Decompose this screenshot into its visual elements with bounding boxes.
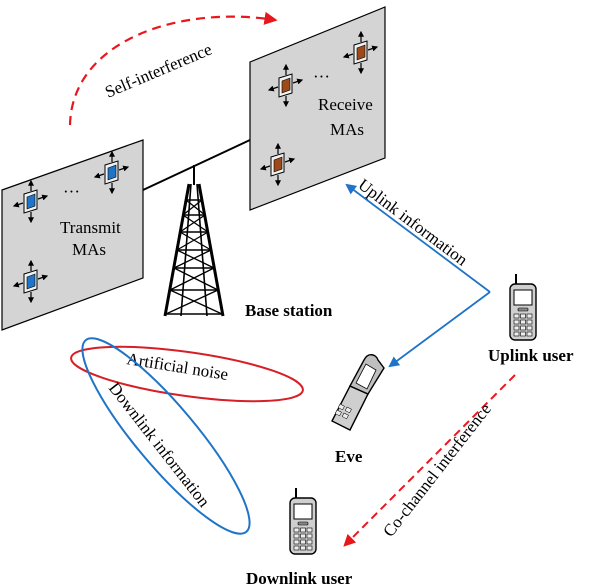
uplink-arrow-to-bs [345,183,491,293]
co-channel-interference-label: Co-channel interference [379,400,495,541]
uplink-user-label: Uplink user [488,346,574,365]
uplink-user-phone-icon [509,273,537,341]
transmit-label-line1: Transmit [60,218,121,237]
receive-label-line2: MAs [330,120,364,139]
artificial-noise-ellipse [70,345,304,403]
transmit-panel: ··· Transmit MAs [1,139,144,331]
downlink-user-phone-icon [289,487,317,555]
transmit-ellipsis: ··· [63,182,80,201]
downlink-information-ellipse [81,337,251,535]
self-interference-label: Self-interference [102,40,215,102]
uplink-arrow-to-eve [388,291,491,368]
base-station-tower [142,139,251,317]
receive-label-line1: Receive [318,95,373,114]
downlink-user-label: Downlink user [246,569,353,586]
eve-label: Eve [335,447,363,466]
self-interference-arrow [68,11,278,126]
base-station-label: Base station [245,301,333,320]
receive-ellipsis: ··· [313,67,330,86]
eve-flip-phone-icon [331,354,385,431]
uplink-information-label: Uplink information [355,175,472,270]
downlink-information-label: Downlink information [105,379,214,511]
co-channel-interference-arrow [343,374,516,547]
receive-panel: ··· Receive MAs [249,6,386,211]
transmit-label-line2: MAs [72,240,106,259]
